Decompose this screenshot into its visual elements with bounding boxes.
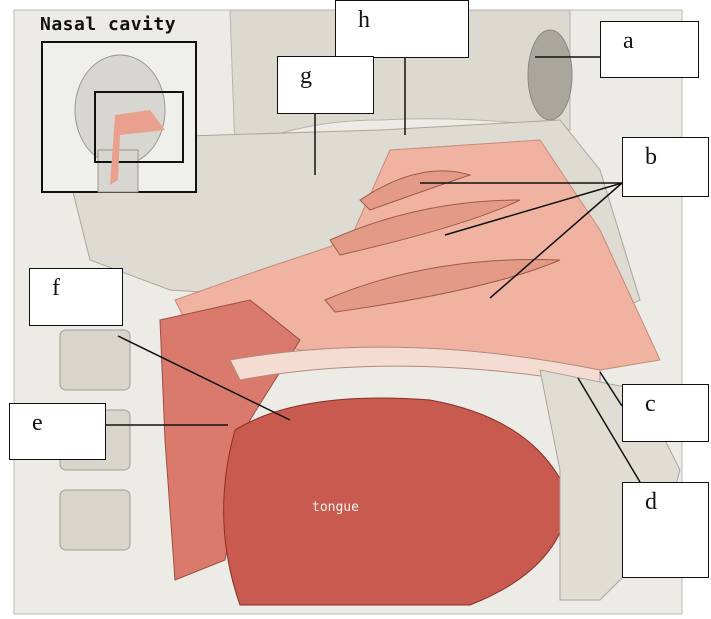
label-box-a: a xyxy=(600,21,699,78)
frontal-sinus xyxy=(528,30,572,120)
label-box-b: b xyxy=(622,137,709,197)
label-c: c xyxy=(645,391,656,417)
vertebra-lower xyxy=(60,490,130,550)
tongue-label: tongue xyxy=(312,500,359,515)
vertebra-upper xyxy=(60,330,130,390)
label-a: a xyxy=(623,28,634,54)
label-box-h: h xyxy=(335,0,469,58)
label-b: b xyxy=(645,144,657,170)
label-f: f xyxy=(52,275,60,301)
label-box-c: c xyxy=(622,384,709,442)
diagram-title: Nasal cavity xyxy=(40,14,176,35)
label-box-e: e xyxy=(9,403,106,460)
inset-head xyxy=(75,55,165,165)
label-e: e xyxy=(32,410,43,436)
label-box-d: d xyxy=(622,482,709,578)
label-box-g: g xyxy=(277,56,374,114)
label-box-f: f xyxy=(29,268,123,326)
label-g: g xyxy=(300,63,312,89)
label-d: d xyxy=(645,489,657,515)
label-h: h xyxy=(358,7,370,33)
